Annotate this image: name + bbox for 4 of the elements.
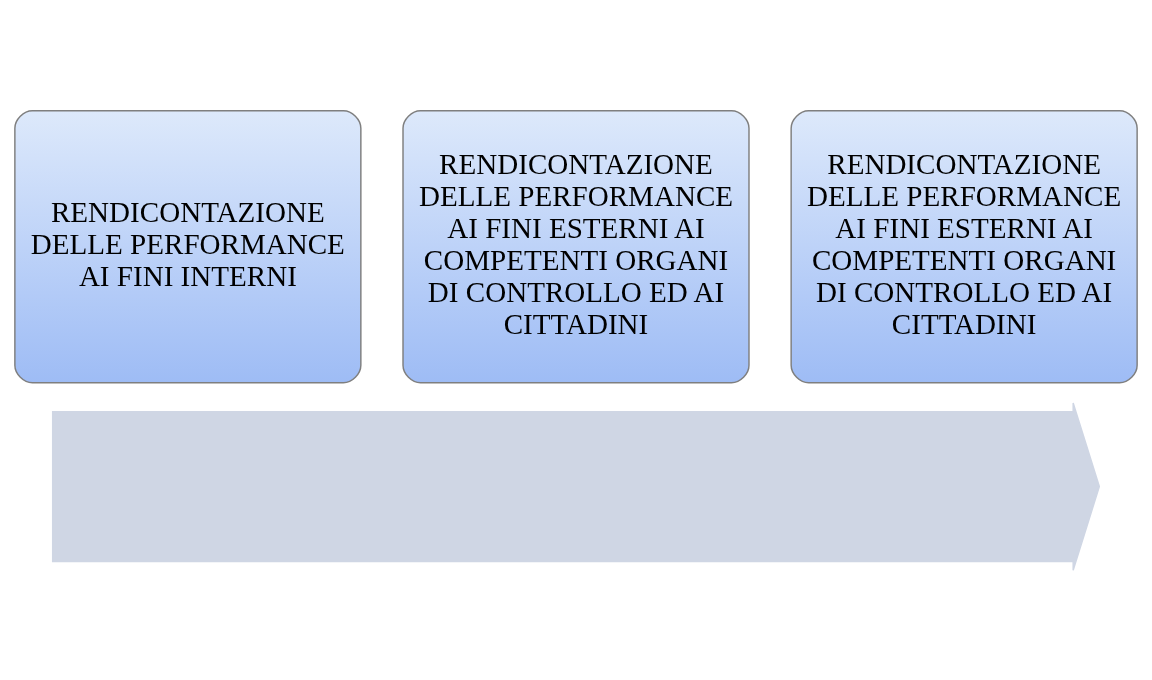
node-arrow: [51, 401, 1101, 571]
node-box: RENDICONTAZIONE DELLE PERFORMANCE AI FINI INTERNI: [14, 109, 362, 383]
node-box: RENDICONTAZIONE DELLE PERFORMANCE AI FINI ESTERNI AI COMPETENTI ORGANI DI CONTROLLO ED AI CITTADINI: [790, 109, 1138, 383]
node-box: RENDICONTAZIONE DELLE PERFORMANCE AI FINI ESTERNI AI COMPETENTI ORGANI DI CONTROLLO ED AI CITTADINI: [402, 109, 750, 383]
